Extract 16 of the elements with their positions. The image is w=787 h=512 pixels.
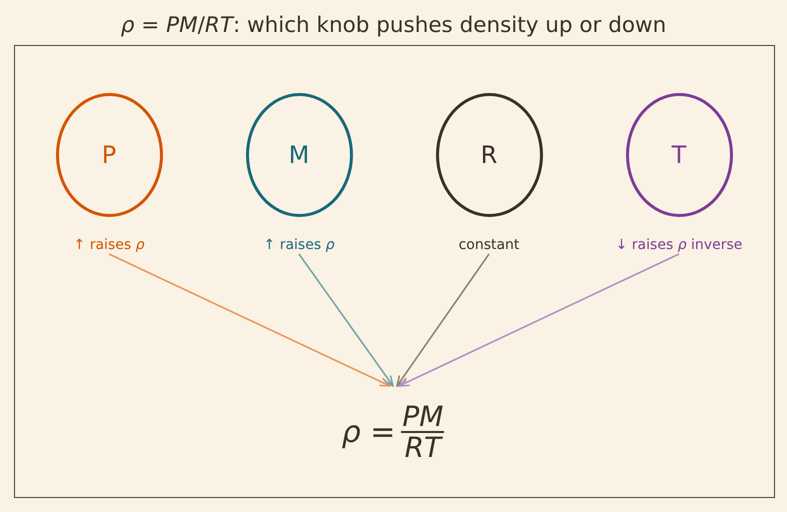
effect-note: ↑ raises ρ <box>264 237 334 254</box>
effect-note: constant <box>458 237 520 254</box>
equation-lhs: ρ = <box>342 416 396 450</box>
variable-symbol: P <box>102 141 116 169</box>
fraction-denominator: RT <box>404 433 442 461</box>
variable-symbol: T <box>672 141 686 169</box>
variable-symbol: R <box>480 141 498 169</box>
title: ρ = PM/RT: which knob pushes density up or down <box>120 12 668 40</box>
effect-note: ↑ raises ρ <box>74 237 144 254</box>
variable-symbol: M <box>288 141 310 169</box>
arrow <box>298 254 394 387</box>
fraction-numerator: PM <box>401 404 444 433</box>
arrow <box>108 253 391 387</box>
arrow <box>396 254 490 387</box>
effect-note: ↓ raises ρ inverse <box>616 237 742 254</box>
arrow <box>398 253 680 387</box>
